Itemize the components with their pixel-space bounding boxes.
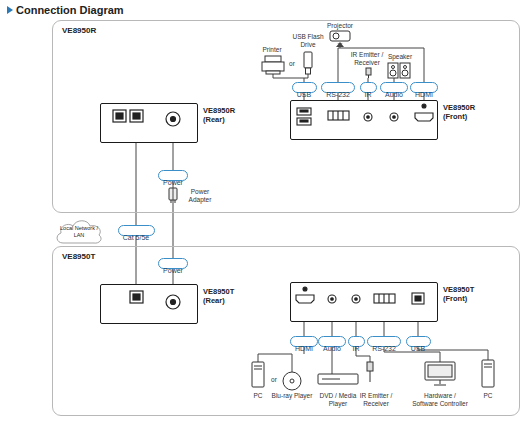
device-caption: IR Emitter / Receiver [359, 392, 393, 407]
device-caption: Speaker [387, 53, 413, 61]
port-label: Audio [380, 82, 408, 93]
device-caption: PC [481, 392, 495, 400]
port-label: IR [360, 82, 377, 93]
port-name: Cat 5/5e [123, 233, 149, 242]
device-caption: IR Emitter / Receiver [348, 51, 386, 66]
front-ports [296, 104, 433, 304]
port-name: Power [163, 178, 183, 187]
port-name: Power [163, 266, 183, 275]
port-label: IR [348, 336, 365, 347]
device-box: VE8950R (Rear) [100, 103, 198, 143]
device-panel: VE8950T PowerVE8950T (Rear) VE8950T (Front… [52, 246, 520, 416]
port-label: HDMI [410, 82, 438, 93]
cable-line [173, 143, 174, 170]
port-name: USB [411, 344, 425, 353]
device-name: VE8950T [62, 252, 95, 261]
port-label: Power [158, 170, 188, 181]
port-name: Audio [385, 90, 403, 99]
cable-line [418, 322, 419, 336]
port-label: USB [406, 336, 431, 347]
device-caption: Blu-ray Player [270, 392, 314, 400]
device-caption: Power Adapter [182, 188, 218, 203]
cable-line [304, 322, 305, 336]
peripherals [169, 31, 494, 390]
device-box: VE8950T (Front) [290, 282, 438, 322]
network-cloud: Local Network / LAN [54, 218, 104, 245]
port-label: Audio [318, 336, 346, 347]
port-label: Cat 5/5e [118, 225, 155, 236]
device-name: VE8950T (Front) [443, 285, 493, 303]
port-name: HDMI [295, 344, 313, 353]
cable-line [332, 322, 333, 336]
port-name: Audio [323, 344, 341, 353]
port-name: RS-232 [372, 344, 396, 353]
device-caption: PC [251, 392, 265, 400]
device-caption: or [269, 376, 279, 384]
device-caption: DVD / Media Player [318, 392, 358, 407]
cable-line [356, 322, 357, 336]
device-caption: or [287, 60, 297, 68]
port-label: HDMI [290, 336, 318, 347]
port-name: IR [365, 90, 372, 99]
port-label: USB [292, 82, 317, 93]
device-name: VE8950R (Rear) [203, 106, 253, 124]
device-name: VE8950R [62, 26, 96, 35]
port-label: Power [158, 258, 188, 269]
port-name: RS-232 [326, 90, 350, 99]
leader-lines [258, 46, 488, 374]
device-box: VE8950T (Rear) [100, 284, 198, 324]
arrowhead [336, 42, 344, 47]
device-caption: Hardware / Software Controller [412, 392, 468, 407]
device-name: VE8950R (Front) [443, 103, 493, 121]
port-name: USB [297, 90, 311, 99]
device-caption: Printer [257, 46, 287, 54]
cable-line [136, 236, 137, 284]
port-name: IR [353, 344, 360, 353]
device-caption: Projector [324, 22, 356, 30]
diagram-title: Connection Diagram [16, 4, 124, 16]
device-panel: VE8950RVE8950R (Rear)VE8950R (Front)USBR… [52, 20, 520, 213]
port-name: HDMI [415, 90, 433, 99]
cable-line [384, 322, 385, 336]
rear-ports [113, 110, 180, 309]
title-marker [7, 6, 13, 14]
network-name: Local Network / LAN [58, 225, 100, 238]
device-name: VE8950T (Rear) [203, 287, 253, 305]
device-box: VE8950R (Front) [290, 100, 438, 140]
device-caption: USB Flash Drive [288, 33, 328, 48]
port-label: RS-232 [321, 82, 355, 93]
port-label: RS-232 [367, 336, 401, 347]
